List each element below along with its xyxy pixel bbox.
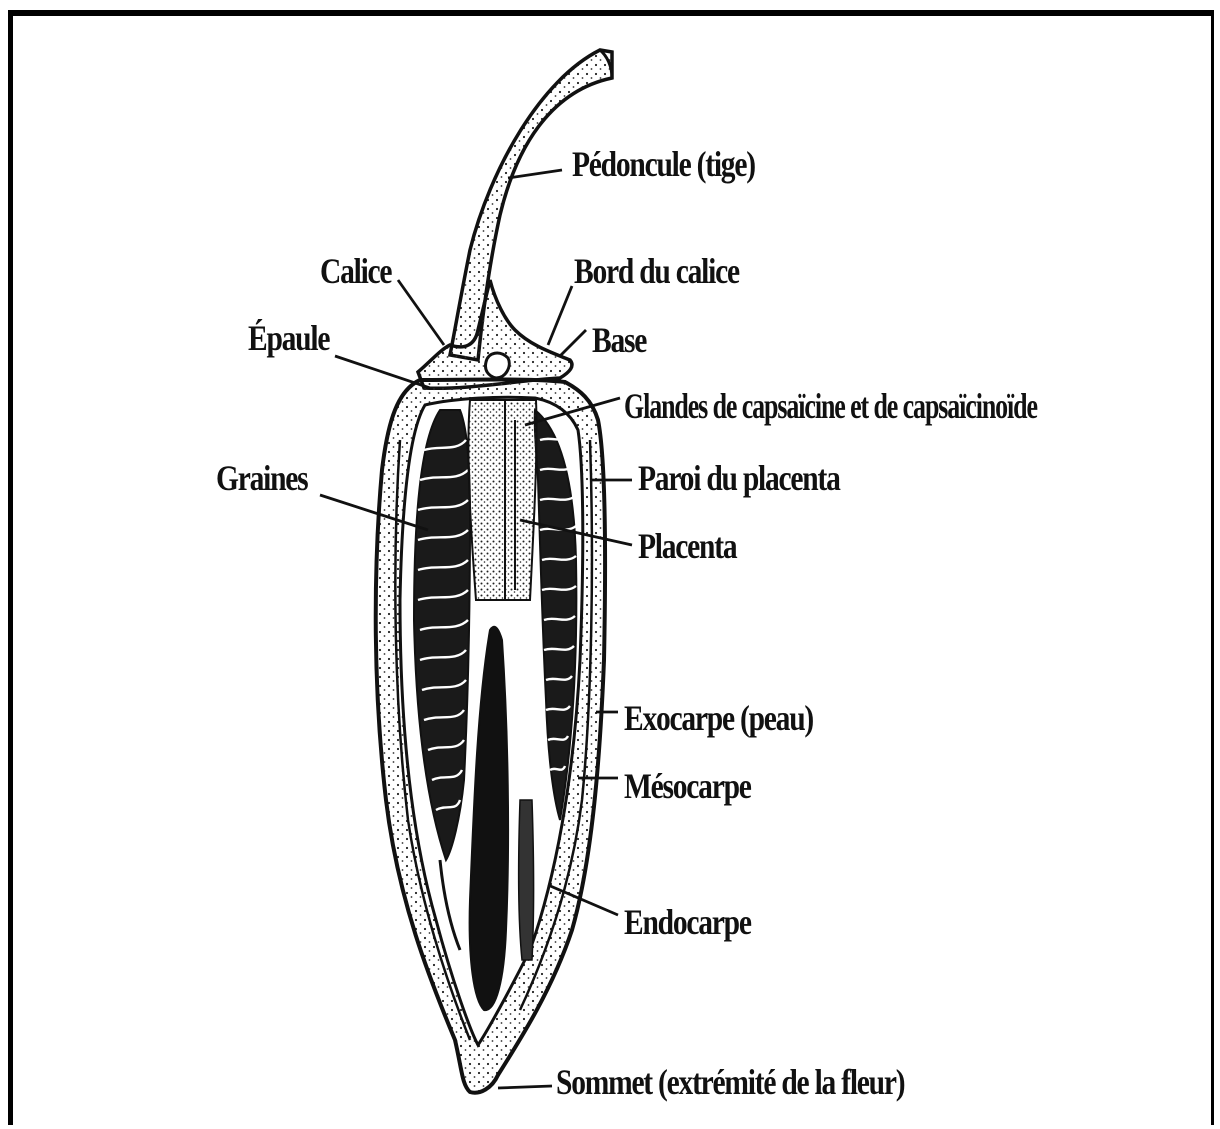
label-bord-calice: Bord du calice xyxy=(574,253,739,289)
leader-base xyxy=(560,330,586,356)
label-sommet: Sommet (extrémité de la fleur) xyxy=(556,1064,904,1100)
calyx-shape xyxy=(418,280,572,388)
leader-epaule xyxy=(335,356,430,388)
leader-pedoncule xyxy=(508,170,562,178)
label-calice: Calice xyxy=(320,253,391,289)
placenta-core xyxy=(468,400,536,600)
label-epaule: Épaule xyxy=(248,320,329,356)
label-mesocarpe: Mésocarpe xyxy=(624,768,751,804)
label-paroi-placenta: Paroi du placenta xyxy=(638,460,840,496)
label-endocarpe: Endocarpe xyxy=(624,904,751,940)
label-exocarpe: Exocarpe (peau) xyxy=(624,700,813,736)
leader-calice xyxy=(398,280,444,345)
label-glandes: Glandes de capsaïcine et de capsaïcinoïd… xyxy=(624,388,1037,424)
leader-bord-calice xyxy=(548,286,572,345)
label-base: Base xyxy=(592,322,646,358)
label-graines: Graines xyxy=(216,460,307,496)
stem-shape xyxy=(450,50,612,360)
label-placenta: Placenta xyxy=(638,528,736,564)
leader-sommet xyxy=(498,1086,552,1088)
label-pedoncule: Pédoncule (tige) xyxy=(572,146,755,182)
